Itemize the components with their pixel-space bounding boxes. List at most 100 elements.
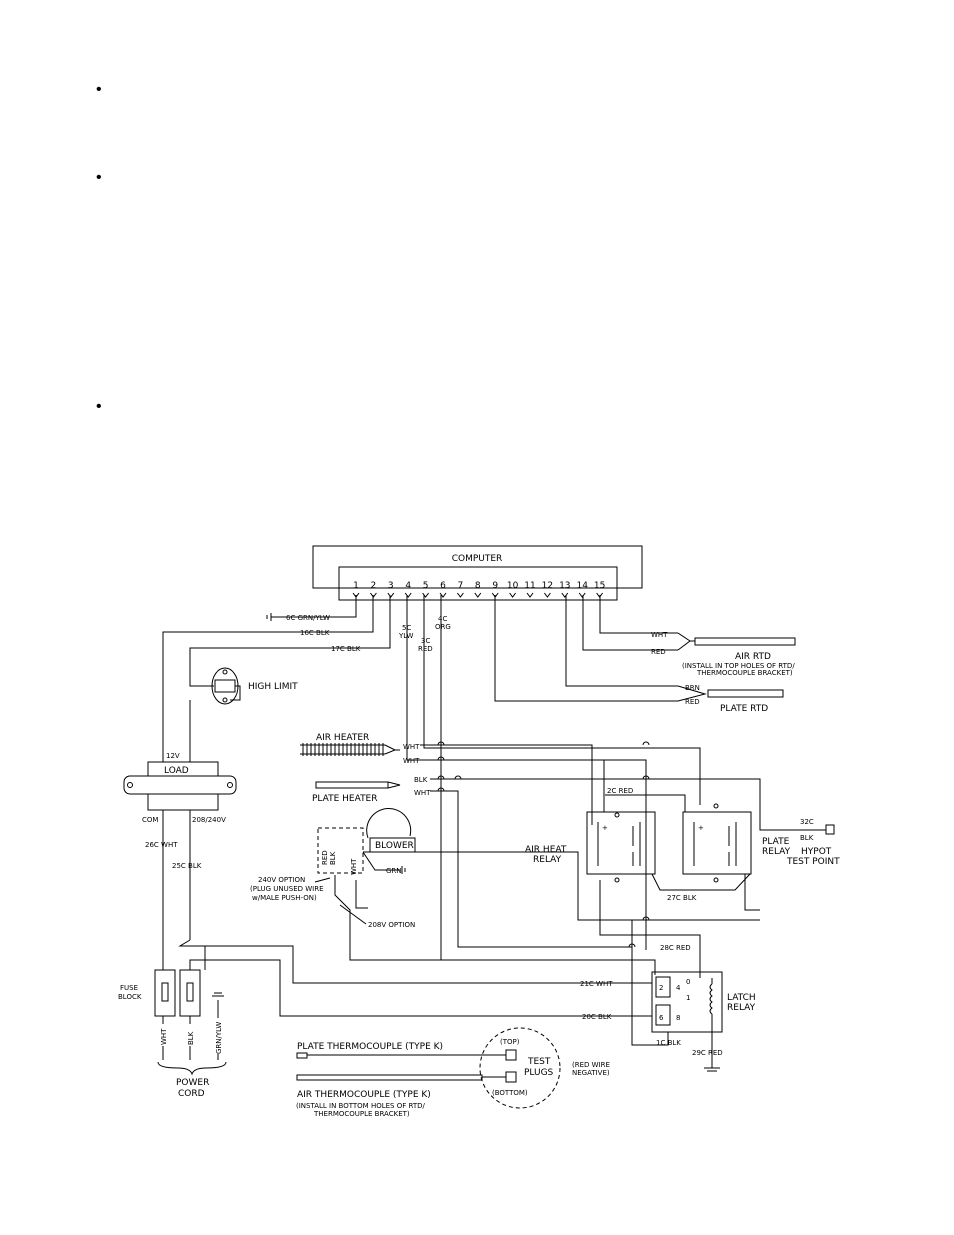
wire-16c-label: 16C BLK	[300, 629, 330, 637]
computer-pin-label: 6	[440, 581, 446, 591]
blower-wire-blk: BLK	[329, 851, 337, 865]
high-limit-label: HIGH LIMIT	[248, 682, 298, 692]
wire-3c	[423, 595, 701, 805]
computer-pin-label: 7	[458, 581, 464, 591]
wire-17c	[189, 595, 391, 687]
computer-pin-label: 8	[475, 581, 481, 591]
wire-pin9	[494, 595, 678, 702]
wire-4c	[440, 595, 656, 975]
computer-pin-label: 10	[507, 581, 519, 591]
cord-brace	[157, 1061, 227, 1076]
fuse-block: FUSE BLOCK	[118, 969, 201, 1017]
air-tc-note: (INSTALL IN BOTTOM HOLES OF RTD/	[296, 1102, 425, 1110]
plate-heater-wire: WHT	[414, 789, 431, 797]
air-thermocouple: AIR THERMOCOUPLE (TYPE K) (INSTALL IN BO…	[296, 1074, 506, 1118]
wire-plate-relay	[744, 874, 760, 911]
computer-pin-terminal	[456, 592, 464, 598]
wire-pin15	[599, 595, 678, 634]
test-plugs: (TOP) (BOTTOM) TEST PLUGS (RED WIRE NEGA…	[479, 1027, 610, 1109]
wire-16c	[162, 595, 374, 762]
transformer-com: COM	[142, 816, 158, 824]
latch-relay-label: RELAY	[727, 1003, 756, 1013]
test-plug-bottom: (BOTTOM)	[492, 1089, 528, 1097]
wire-pin14	[582, 595, 678, 651]
plate-thermocouple: PLATE THERMOCOUPLE (TYPE K)	[296, 1042, 506, 1059]
computer-pin-terminal	[404, 592, 412, 598]
air-heat-relay-label: AIR HEAT	[525, 845, 567, 855]
test-plugs-label: TEST	[527, 1057, 551, 1067]
wire-32c-number: 32C	[800, 818, 814, 826]
wire-blower-blk	[334, 875, 646, 961]
transformer-label: LOAD	[164, 766, 189, 776]
fuse-block-label: BLOCK	[118, 993, 142, 1001]
latch-relay: 2 4 6 8 0 1 LATCH RELAY	[651, 971, 756, 1033]
wire-2c-label: 2C RED	[607, 787, 633, 795]
plate-heater: PLATE HEATER BLK WHT	[312, 776, 431, 804]
wire-air-heater-2	[420, 759, 605, 812]
computer-pin-label: 5	[423, 581, 429, 591]
wire-29c-label: 29C RED	[692, 1049, 723, 1057]
plate-tc-label: PLATE THERMOCOUPLE (TYPE K)	[297, 1042, 443, 1052]
blower-wire-red: RED	[321, 850, 329, 865]
air-heater-label: AIR HEATER	[316, 733, 369, 743]
wire-plate-heater-2	[430, 790, 632, 948]
plate-rtd-wire-red: RED	[685, 698, 700, 706]
computer-pin-terminal	[439, 592, 447, 598]
wire-4c-number: 4C	[438, 615, 447, 623]
latch-pin: 2	[659, 984, 663, 992]
wire-27c-label: 27C BLK	[667, 894, 697, 902]
computer-pin-terminal	[526, 592, 534, 598]
computer-pin-label: 12	[542, 581, 553, 591]
air-rtd-note: (INSTALL IN TOP HOLES OF RTD/	[682, 662, 795, 670]
cord-wire-wht: WHT	[160, 1028, 168, 1045]
computer-pin-terminal	[474, 592, 482, 598]
computer-pin-label: 14	[576, 581, 588, 591]
power-cord-label: CORD	[178, 1089, 205, 1099]
cord-wire-grn: GRN/YLW	[215, 1022, 223, 1054]
computer-pin-terminal	[578, 592, 586, 598]
computer-pin-label: 4	[405, 581, 411, 591]
wire-blower-wht	[355, 880, 368, 909]
air-heat-relay-label: RELAY	[533, 855, 562, 865]
latch-relay-label: LATCH	[727, 993, 756, 1003]
plate-rtd-wire-brn: BRN	[685, 684, 700, 692]
relay-plus: +	[698, 824, 704, 832]
air-heat-relay: + AIR HEAT RELAY	[525, 811, 656, 883]
wire-3c-color: RED	[418, 645, 433, 653]
wire-28c	[599, 880, 701, 978]
wire-2c	[605, 794, 686, 812]
blower: BLOWER RED BLK WHT GRN	[317, 808, 416, 875]
wire-5c	[406, 595, 647, 950]
computer-pin-label: 1	[353, 581, 359, 591]
transformer-12v: 12V	[166, 752, 180, 760]
computer-pin-label: 2	[371, 581, 377, 591]
option-240v-label: 240V OPTION	[258, 876, 305, 884]
transformer-208v: 208/240V	[192, 816, 226, 824]
latch-pin: 6	[659, 1014, 664, 1022]
plate-rtd-label: PLATE RTD	[720, 704, 768, 714]
latch-pin: 4	[676, 984, 681, 992]
wire-17c-label: 17C BLK	[331, 645, 361, 653]
computer-pin-terminal	[422, 592, 430, 598]
option-240v-note: w/MALE PUSH-ON)	[252, 894, 317, 902]
wire-20c	[189, 959, 652, 1017]
air-rtd-wire-red: RED	[651, 648, 666, 656]
blower-label: BLOWER	[375, 841, 414, 851]
computer-pin-label: 15	[594, 581, 605, 591]
wire-6c-label: 6C GRN/YLW	[286, 614, 330, 622]
plate-heater-wire: BLK	[414, 776, 428, 784]
leader-line	[339, 904, 367, 925]
bullet-point: •	[96, 169, 102, 186]
computer-pin-terminal	[561, 592, 569, 598]
air-rtd-wire-wht: WHT	[651, 631, 668, 639]
computer-pin-label: 13	[559, 581, 570, 591]
wire-21c	[205, 945, 652, 984]
computer-pin-label: 3	[388, 581, 394, 591]
air-tc-label: AIR THERMOCOUPLE (TYPE K)	[297, 1090, 431, 1100]
air-heater-wire: WHT	[403, 743, 420, 751]
computer-pin-label: 11	[524, 581, 535, 591]
wire-crossings	[437, 741, 650, 948]
computer-pin-terminal	[387, 592, 395, 598]
